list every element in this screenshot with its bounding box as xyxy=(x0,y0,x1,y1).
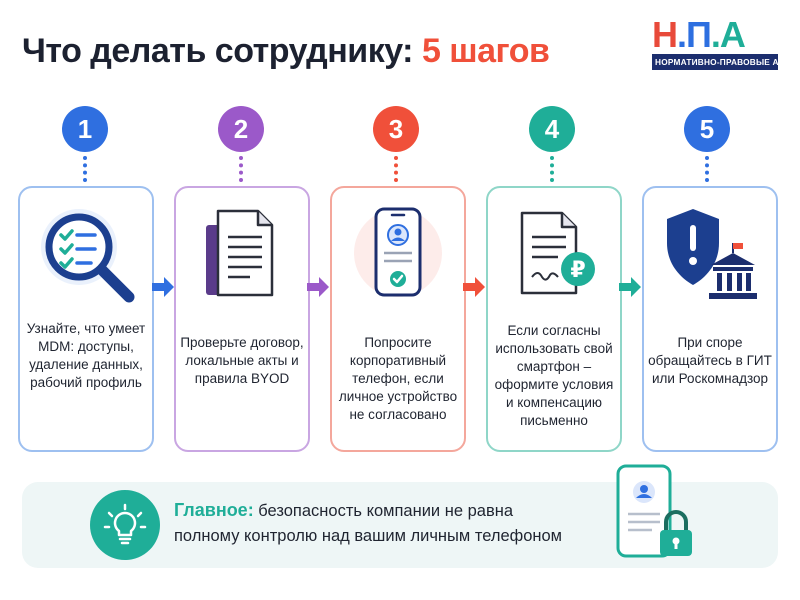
step-2-card: Проверьте договор, локальные акты и прав… xyxy=(174,186,310,452)
step-3-card: Попросите корпоративный телефон, если ли… xyxy=(330,186,466,452)
page-title: Что делать сотруднику: 5 шагов xyxy=(22,32,550,71)
banner-key-label: Главное: xyxy=(174,500,254,520)
logo: Н . П . А НОРМАТИВНО-ПРАВОВЫЕ АКТЫ xyxy=(652,14,798,72)
lightbulb-badge xyxy=(90,490,160,560)
step-1-connector xyxy=(83,156,87,182)
title-accent: 5 шагов xyxy=(421,32,550,70)
magnifier-checklist-icon xyxy=(41,209,135,303)
corporate-phone-icon xyxy=(354,207,442,297)
logo-subtitle: НОРМАТИВНО-ПРАВОВЫЕ АКТЫ xyxy=(652,54,798,70)
logo-dot-2: . xyxy=(710,14,721,55)
lightbulb-icon xyxy=(103,503,147,545)
step-2-text: Проверьте договор, локальные акты и прав… xyxy=(180,335,304,386)
step-4-connector xyxy=(550,156,554,182)
step-3-number: 3 xyxy=(373,106,419,152)
step-1-card: Узнайте, что умеет MDM: доступы, удалени… xyxy=(18,186,154,452)
logo-letter-a: А xyxy=(719,14,746,55)
logo-letters: Н . П . А xyxy=(652,14,778,55)
step-3-connector xyxy=(394,156,398,182)
banner-line-1: безопасность компании не равна xyxy=(258,502,514,520)
locked-phone-icon xyxy=(616,464,692,558)
logo-dot-1: . xyxy=(677,14,687,55)
arrow-right-icon xyxy=(307,277,329,297)
shield-government-icon xyxy=(667,209,757,299)
key-message-banner: Главное: безопасность компании не равна … xyxy=(22,464,778,568)
banner-message: Главное: безопасность компании не равна … xyxy=(174,498,562,549)
step-4-number: 4 xyxy=(529,106,575,152)
step-5-text: При споре обращайтесь в ГИТ или Роскомна… xyxy=(648,335,772,386)
step-1-illustration xyxy=(20,198,152,308)
title-main: Что делать сотруднику: xyxy=(22,32,414,70)
step-5-connector xyxy=(705,156,709,182)
logo-letter-p: П xyxy=(686,14,712,55)
step-2-connector xyxy=(239,156,243,182)
step-3-illustration xyxy=(332,198,464,308)
step-5-card: При споре обращайтесь в ГИТ или Роскомна… xyxy=(642,186,778,452)
step-2-illustration xyxy=(176,198,308,308)
contract-ruble-icon: ₽ xyxy=(520,211,595,295)
arrow-right-icon xyxy=(463,277,485,297)
banner-line-2: полному контролю над вашим личным телефо… xyxy=(174,527,563,545)
step-5-illustration xyxy=(644,198,776,308)
logo-letter-n: Н xyxy=(652,14,678,55)
step-2-number: 2 xyxy=(218,106,264,152)
step-3-text: Попросите корпоративный телефон, если ли… xyxy=(338,335,458,422)
arrow-right-icon xyxy=(152,277,174,297)
arrow-right-icon xyxy=(619,277,641,297)
step-4-text: Если согласны использовать свой смартфон… xyxy=(494,323,614,428)
step-4-illustration: ₽ xyxy=(488,198,620,308)
step-1-number: 1 xyxy=(62,106,108,152)
step-4-card: ₽ Если согласны использовать свой смартф… xyxy=(486,186,622,452)
step-5-number: 5 xyxy=(684,106,730,152)
step-1-text: Узнайте, что умеет MDM: доступы, удалени… xyxy=(26,321,146,390)
documents-icon xyxy=(206,209,274,297)
svg-text:₽: ₽ xyxy=(570,258,585,283)
